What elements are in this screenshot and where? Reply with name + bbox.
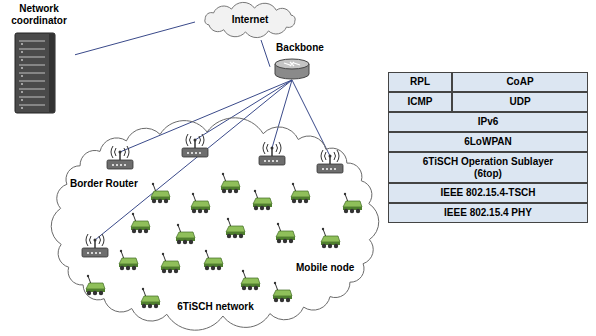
node-text: 6TiSCH network	[177, 301, 254, 313]
mobile-node-icon	[221, 173, 240, 193]
mobile-node-icon	[131, 213, 150, 233]
node-text: IEEE 802.15.4 PHY	[444, 207, 532, 219]
backbone-link	[95, 80, 292, 240]
protocol-layer-box: 6TiSCH Operation Sublayer (6top)	[388, 152, 588, 183]
mobile-node-icon	[151, 183, 170, 203]
protocol-layer-box: 6LoWPAN	[388, 132, 588, 152]
node-text: Backbone	[276, 42, 324, 54]
mobile-node-icon	[191, 193, 210, 213]
backbone-links	[95, 80, 330, 240]
mobile-node-icon	[226, 218, 245, 238]
border-router-label: Border Router	[70, 178, 138, 190]
node-text: 6TiSCH Operation Sublayer (6top)	[413, 156, 563, 179]
network-link	[75, 22, 195, 55]
node-text: IEEE 802.15.4-TSCH	[440, 187, 535, 199]
node-text: 6LoWPAN	[464, 136, 512, 148]
node-text: Network coordinator	[3, 3, 75, 26]
node-text: IPv6	[478, 116, 499, 128]
protocol-layer-box: IEEE 802.15.4-TSCH	[388, 183, 588, 203]
mobile-node-icon	[119, 250, 138, 270]
server-node: Network coordinator	[3, 3, 75, 118]
protocol-layer-box: IPv6	[388, 112, 588, 132]
protocol-layer-box: UDP	[452, 92, 588, 112]
protocol-layer-box: RPL	[388, 72, 452, 92]
node-text: RPL	[410, 76, 430, 88]
border-router-icon	[182, 134, 208, 157]
protocol-layer-box: IEEE 802.15.4 PHY	[388, 203, 588, 223]
protocol-layer-box: CoAP	[452, 72, 588, 92]
border-routers	[82, 134, 343, 257]
mobile-node-icon	[241, 270, 260, 290]
mobile-node-icon	[291, 183, 310, 203]
backbone-link	[120, 80, 292, 152]
mobile-node-icon	[176, 224, 195, 244]
node-text: UDP	[509, 96, 530, 108]
cloud-node: Internet	[195, 0, 305, 40]
mobile-node-icon	[253, 190, 272, 210]
mobile-node-icon	[321, 228, 340, 248]
network-cloud: 6TiSCH network	[38, 118, 393, 334]
network-link	[261, 40, 270, 67]
mobile-node-label: Mobile node	[296, 262, 354, 274]
mobile-node-icon	[141, 288, 160, 308]
node-text: Internet	[232, 14, 269, 26]
border-router-icon	[82, 234, 108, 257]
protocol-layer-box: ICMP	[388, 92, 452, 112]
node-text: ICMP	[408, 96, 433, 108]
border-router-icon	[317, 150, 343, 173]
border-router-icon	[259, 142, 285, 165]
mobile-node-icon	[273, 282, 292, 302]
border-router-icon	[107, 146, 133, 169]
mobile-node-icon	[161, 253, 180, 273]
mobile-node-icon	[276, 223, 295, 243]
backbone-link	[272, 80, 292, 148]
mobile-node-icon	[86, 275, 105, 295]
mobile-node-icon	[204, 250, 223, 270]
node-text: CoAP	[506, 76, 533, 88]
mobile-nodes	[86, 173, 362, 308]
mobile-node-icon	[343, 193, 362, 213]
router-node: Backbone	[270, 42, 330, 82]
